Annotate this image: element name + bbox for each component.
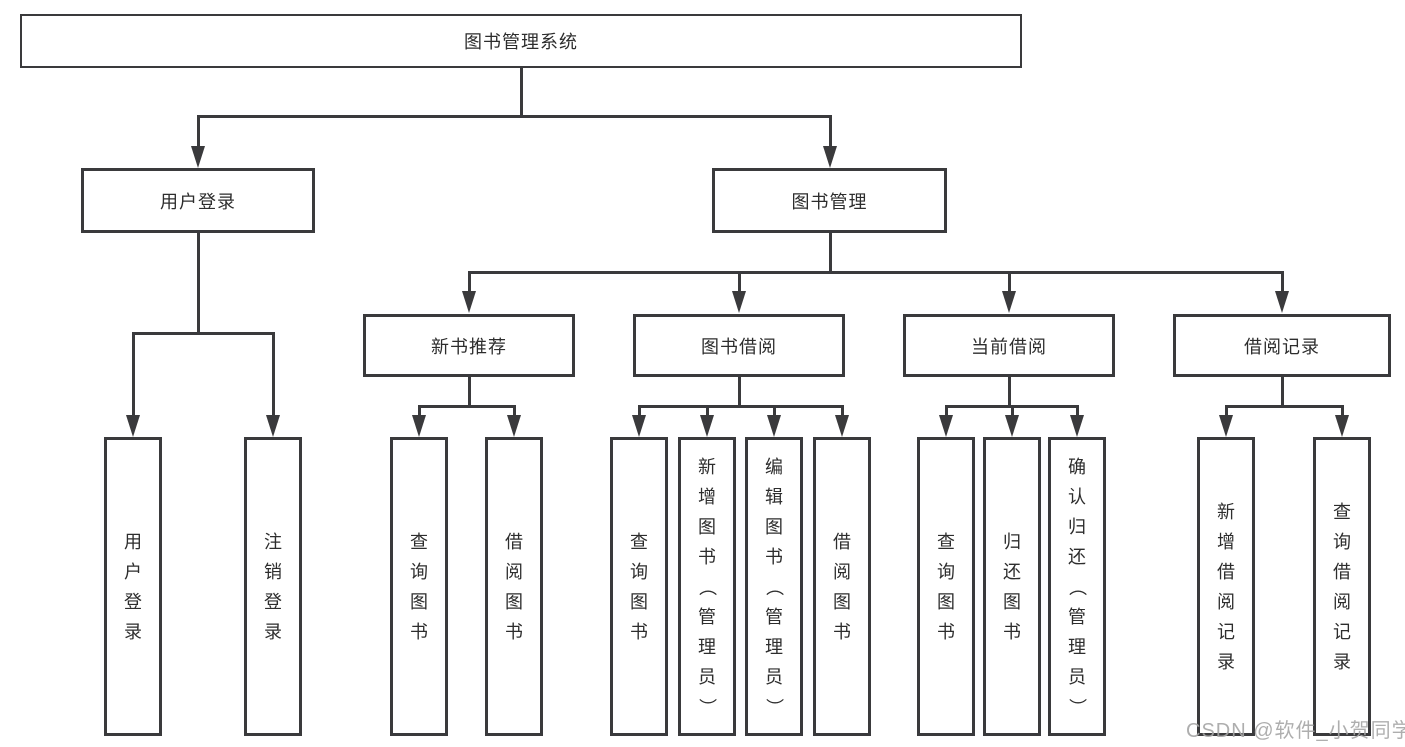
node-leaf-bw-borrow-books: 借阅图书 [813, 437, 871, 736]
arrowhead-down [835, 415, 849, 437]
node-leaf-bw-query-books: 查询图书 [610, 437, 668, 736]
connector-line [468, 271, 1283, 274]
csdn-watermark: CSDN @软件_小贺同学 [1186, 720, 1405, 742]
connector-line [1076, 405, 1079, 417]
connector-line [1011, 405, 1014, 417]
connector-line [1008, 271, 1011, 293]
connector-line [738, 374, 741, 408]
connector-line [738, 271, 741, 293]
connector-line [132, 332, 275, 335]
arrowhead-down [1070, 415, 1084, 437]
node-leaf-br-add-record: 新增借阅记录 [1197, 437, 1255, 736]
arrowhead-down [191, 146, 205, 168]
connector-line [945, 405, 948, 417]
node-leaf-cb-return-books: 归还图书 [983, 437, 1041, 736]
connector-line [1225, 405, 1343, 408]
connector-line [468, 271, 471, 293]
connector-line [829, 115, 832, 148]
arrowhead-down [700, 415, 714, 437]
connector-line [1281, 374, 1284, 408]
node-current-borrow: 当前借阅 [903, 314, 1115, 377]
node-borrow-records: 借阅记录 [1173, 314, 1391, 377]
connector-line [197, 230, 200, 335]
connector-line [706, 405, 709, 417]
arrowhead-down [126, 415, 140, 437]
connector-line [1225, 405, 1228, 417]
node-new-book-recommend: 新书推荐 [363, 314, 575, 377]
node-book-management: 图书管理 [712, 168, 947, 233]
connector-line [197, 115, 200, 148]
arrowhead-down [1335, 415, 1349, 437]
connector-line [1341, 405, 1344, 417]
connector-line [1008, 374, 1011, 408]
arrowhead-down [1275, 291, 1289, 313]
arrowhead-down [412, 415, 426, 437]
connector-line [841, 405, 844, 417]
node-leaf-br-query-record: 查询借阅记录 [1313, 437, 1371, 736]
arrowhead-down [266, 415, 280, 437]
arrowhead-down [939, 415, 953, 437]
connector-line [1281, 271, 1284, 293]
node-leaf-cb-confirm-return-admin: 确认归还（管理员） [1048, 437, 1106, 736]
arrowhead-down [507, 415, 521, 437]
node-leaf-nb-borrow-books: 借阅图书 [485, 437, 543, 736]
connector-line [513, 405, 516, 417]
node-leaf-bw-add-books-admin: 新增图书（管理员） [678, 437, 736, 736]
connector-line [418, 405, 421, 417]
connector-line [638, 405, 641, 417]
node-book-borrow: 图书借阅 [633, 314, 845, 377]
connector-line [197, 115, 832, 118]
connector-line [638, 405, 843, 408]
node-leaf-user-login: 用户登录 [104, 437, 162, 736]
arrowhead-down [632, 415, 646, 437]
arrowhead-down [732, 291, 746, 313]
arrowhead-down [462, 291, 476, 313]
node-user-login: 用户登录 [81, 168, 315, 233]
arrowhead-down [1005, 415, 1019, 437]
connector-line [520, 66, 523, 118]
node-leaf-nb-query-books: 查询图书 [390, 437, 448, 736]
connector-line [829, 230, 832, 274]
connector-line [132, 332, 135, 417]
arrowhead-down [823, 146, 837, 168]
arrowhead-down [767, 415, 781, 437]
connector-line [418, 405, 516, 408]
connector-line [773, 405, 776, 417]
node-leaf-logout: 注销登录 [244, 437, 302, 736]
arrowhead-down [1219, 415, 1233, 437]
node-leaf-cb-query-books: 查询图书 [917, 437, 975, 736]
connector-line [468, 374, 471, 408]
node-leaf-bw-edit-books-admin: 编辑图书（管理员） [745, 437, 803, 736]
arrowhead-down [1002, 291, 1016, 313]
node-library-management-system: 图书管理系统 [20, 14, 1022, 68]
connector-line [272, 332, 275, 417]
